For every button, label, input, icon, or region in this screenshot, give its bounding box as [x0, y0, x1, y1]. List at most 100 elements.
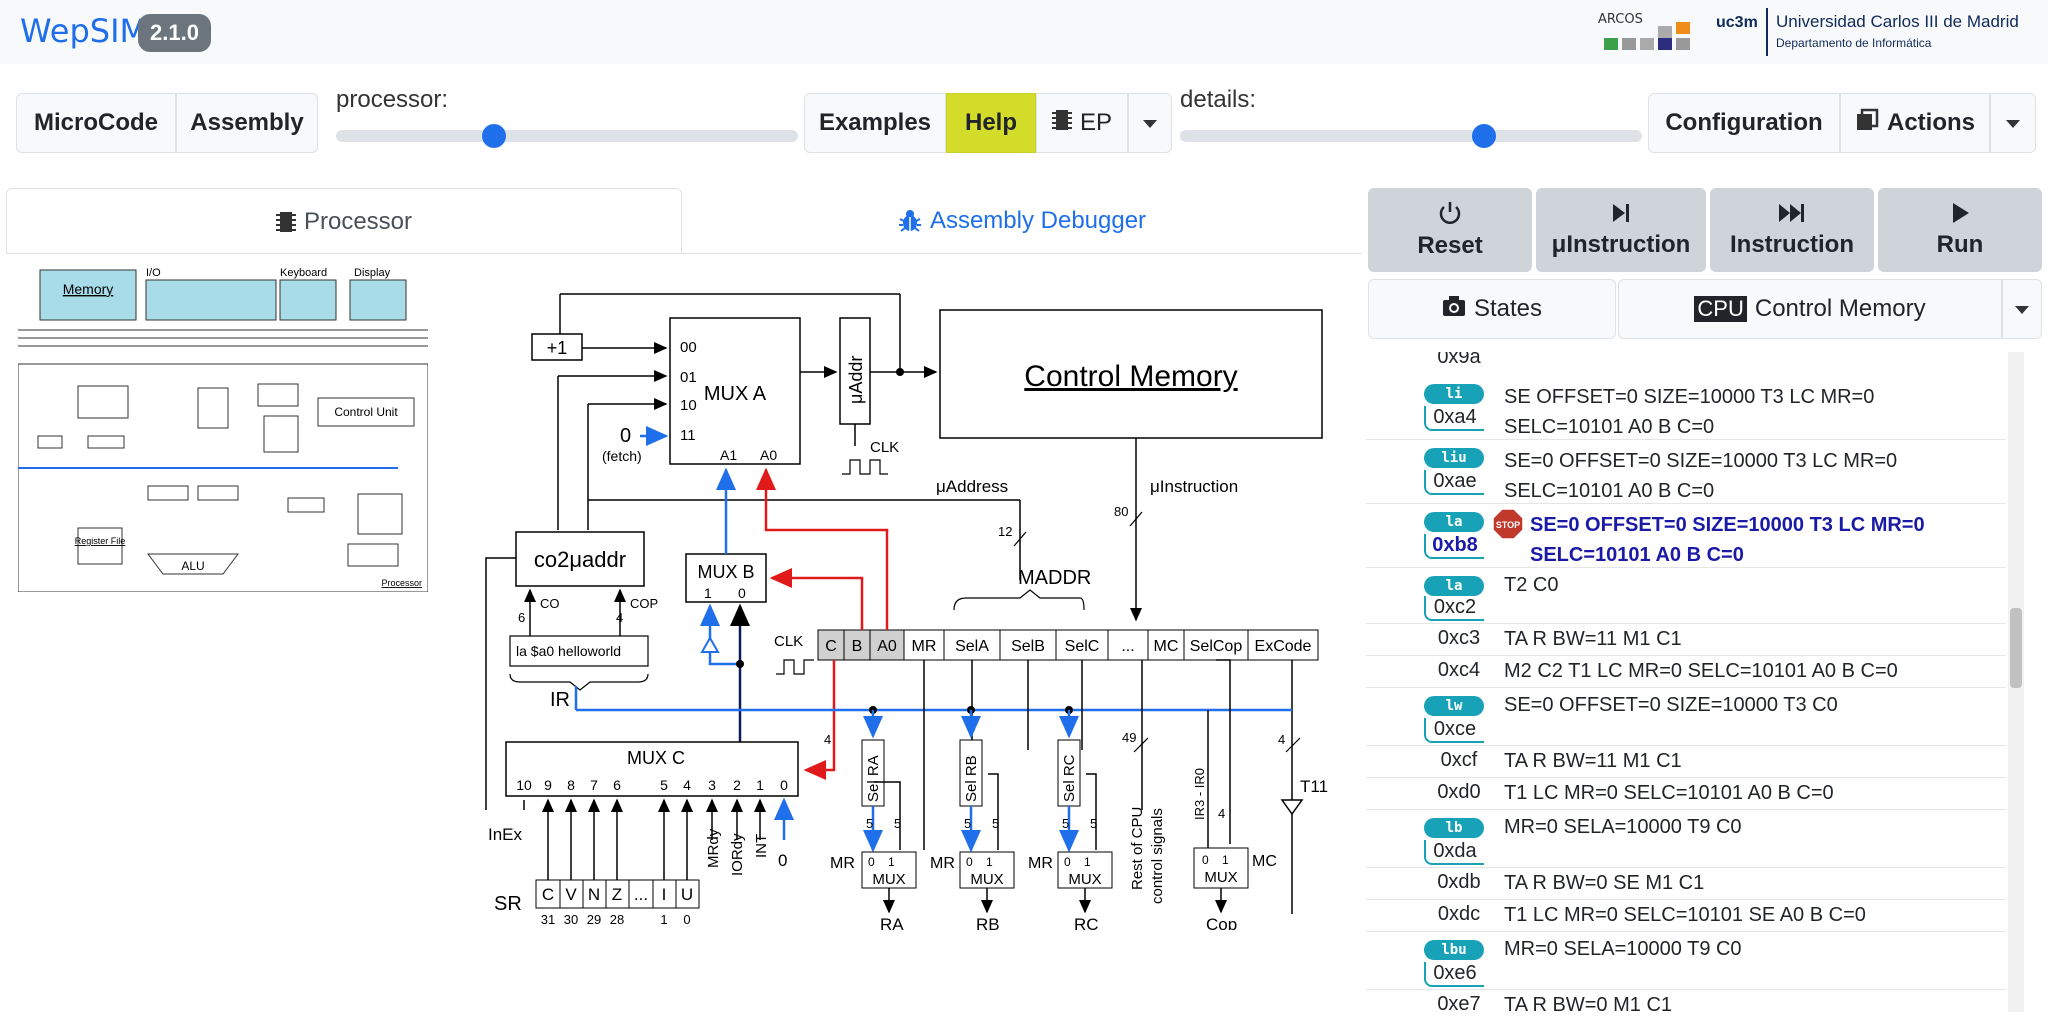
- address: 0xda: [1424, 840, 1484, 865]
- control-signals-label: control signals: [1149, 808, 1166, 904]
- details-slider-label: details:: [1180, 86, 1257, 113]
- label-badge: la: [1424, 576, 1484, 596]
- microcode-text: SE OFFSET=0 SIZE=10000 T3 LC MR=0 SELC=1…: [1504, 386, 1875, 438]
- ep-dropdown-toggle[interactable]: [1128, 93, 1172, 153]
- list-item-active[interactable]: la 0xb8 STOP SE=0 OFFSET=0 SIZE=10000 T3…: [1366, 504, 2006, 568]
- sel-rb-block: Sel RB 0 1 MUX MR RB 5 5: [930, 706, 1015, 930]
- processor-slider-knob[interactable]: [482, 124, 506, 148]
- microcode-text: TA R BW=0 SE M1 C1: [1504, 872, 1705, 894]
- mux-a-sel-a1: A1: [720, 447, 737, 463]
- actions-dropdown-toggle[interactable]: [1990, 93, 2036, 153]
- microcode-text: MR=0 SELA=10000 T9 C0: [1504, 816, 1742, 838]
- mux-c-sel-width: 4: [824, 732, 831, 747]
- assembly-button[interactable]: Assembly: [176, 93, 318, 153]
- mux-c-in-0: 0: [780, 777, 788, 793]
- processor-diagram[interactable]: +1 MUX A 00 01 10 11 A1 A0 0 (fetch) μAd…: [470, 280, 1350, 930]
- mux-rb-label: MUX: [970, 871, 1003, 888]
- list-item[interactable]: 0xcf TA R BW=11 M1 C1: [1366, 746, 2006, 778]
- reset-label: Reset: [1417, 232, 1483, 259]
- svg-text:STOP: STOP: [1496, 520, 1520, 530]
- mux-a-label: MUX A: [704, 383, 767, 405]
- rb-output-label: RB: [976, 915, 1000, 930]
- list-item[interactable]: lb 0xda MR=0 SELA=10000 T9 C0: [1366, 810, 2006, 868]
- microcode-text: SE=0 OFFSET=0 SIZE=10000 T3 C0: [1504, 694, 1838, 716]
- uinstruction-step-button[interactable]: μInstruction: [1536, 188, 1706, 272]
- plus1-label: +1: [547, 338, 568, 358]
- instruction-step-button[interactable]: Instruction: [1710, 188, 1874, 272]
- control-word-fields: C B A0 MR SelA SelB SelC ... MC SelCop E…: [817, 629, 1319, 661]
- sr-bit-z: Z: [612, 885, 622, 904]
- rb-width-5b: 5: [992, 816, 999, 831]
- field-mr: MR: [912, 638, 937, 655]
- list-item[interactable]: 0xdc T1 LC MR=0 SELC=10101 SE A0 B C=0: [1366, 900, 2006, 932]
- microcode-text: SE=0 OFFSET=0 SIZE=10000 T3 LC MR=0 SELC…: [1504, 450, 1898, 502]
- tab-processor-label: Processor: [303, 207, 413, 235]
- examples-button[interactable]: Examples: [804, 93, 946, 153]
- mux-ra-label: MUX: [872, 871, 905, 888]
- control-memory-selector[interactable]: CPU Control Memory: [1618, 279, 2002, 339]
- app-brand[interactable]: WepSIM: [20, 12, 148, 50]
- list-item[interactable]: li 0xa4 SE OFFSET=0 SIZE=10000 T3 LC MR=…: [1366, 376, 2006, 440]
- ep-selector-button[interactable]: EP: [1036, 93, 1128, 153]
- rc-width-5b: 5: [1090, 816, 1097, 831]
- arcos-blocks-icon: [1600, 22, 1696, 54]
- mux-rc-label: MUX: [1068, 871, 1101, 888]
- list-item[interactable]: lw 0xce SE=0 OFFSET=0 SIZE=10000 T3 C0: [1366, 688, 2006, 746]
- sr-num-31: 31: [541, 912, 555, 927]
- microcode-button[interactable]: MicroCode: [16, 93, 176, 153]
- list-item[interactable]: la 0xc2 T2 C0: [1366, 568, 2006, 624]
- mux-rc-mr-label: MR: [1028, 855, 1053, 872]
- stop-breakpoint-icon[interactable]: STOP: [1492, 508, 1524, 540]
- mux-a-sel-a0: A0: [760, 447, 777, 463]
- actions-label: Actions: [1886, 109, 1975, 136]
- details-slider-knob[interactable]: [1472, 124, 1496, 148]
- arcos-logo: ARCOS: [1598, 12, 1643, 27]
- list-item[interactable]: 0xe7 TA R BW=0 M1 C1: [1366, 990, 2006, 1012]
- listing-scrollbar-thumb[interactable]: [2010, 608, 2022, 688]
- microcode-text: TA R BW=11 M1 C1: [1504, 628, 1682, 650]
- details-slider[interactable]: [1180, 130, 1642, 142]
- run-button[interactable]: Run: [1878, 188, 2042, 272]
- list-item[interactable]: 0xd0 T1 LC MR=0 SELC=10101 A0 B C=0: [1366, 778, 2006, 810]
- partial-address: 0x9a: [1437, 352, 1481, 368]
- sr-bit-i: I: [662, 885, 667, 904]
- list-item[interactable]: lbu 0xe6 MR=0 SELA=10000 T9 C0: [1366, 932, 2006, 990]
- field-selc: SelC: [1065, 638, 1100, 655]
- processor-overview-thumbnail[interactable]: Memory I/O Keyboard Display Control Unit…: [18, 268, 428, 592]
- view-dropdown-toggle[interactable]: [2002, 279, 2042, 339]
- label-badge: lbu: [1424, 940, 1484, 960]
- copy-icon: [1855, 108, 1879, 139]
- list-item[interactable]: liu 0xae SE=0 OFFSET=0 SIZE=10000 T3 LC …: [1366, 440, 2006, 504]
- inex-label: InEx: [488, 825, 523, 844]
- states-label: States: [1473, 295, 1543, 322]
- address: 0xdb: [1437, 871, 1481, 893]
- states-button[interactable]: States: [1368, 279, 1616, 339]
- help-button[interactable]: Help: [946, 93, 1036, 153]
- power-icon: [1438, 200, 1462, 232]
- list-item[interactable]: 0xc4 M2 C2 T1 LC MR=0 SELC=10101 A0 B C=…: [1366, 656, 2006, 688]
- overview-io-label: I/O: [146, 268, 161, 279]
- mux-ra-mr-label: MR: [830, 855, 855, 872]
- field-a0: A0: [877, 638, 897, 655]
- tab-assembly-debugger[interactable]: Assembly Debugger: [682, 188, 1362, 254]
- mux-c-in-7: 7: [590, 777, 598, 793]
- overview-keyboard-label: Keyboard: [280, 268, 327, 279]
- mux-ra-inputs: 0 1: [868, 855, 895, 869]
- control-memory-listing[interactable]: 0x9a li 0xa4 SE OFFSET=0 SIZE=10000 T3 L…: [1366, 352, 2026, 1012]
- field-c: C: [825, 638, 837, 655]
- actions-button[interactable]: Actions: [1840, 93, 1990, 153]
- uaddr-label: μAddr: [846, 356, 866, 404]
- mux-c-in-2: 2: [733, 777, 741, 793]
- t11-label: T11: [1300, 777, 1328, 796]
- configuration-button[interactable]: Configuration: [1648, 93, 1840, 153]
- address: 0xae: [1424, 470, 1484, 495]
- list-item[interactable]: 0xc3 TA R BW=11 M1 C1: [1366, 624, 2006, 656]
- mux-c-in-1: 1: [756, 777, 764, 793]
- processor-slider[interactable]: [336, 130, 798, 142]
- co-label: CO: [540, 596, 560, 611]
- uc3m-logo: uc3m: [1716, 14, 1758, 31]
- list-item[interactable]: 0xdb TA R BW=0 SE M1 C1: [1366, 868, 2006, 900]
- tab-processor[interactable]: Processor: [6, 188, 682, 254]
- reset-button[interactable]: Reset: [1368, 188, 1532, 272]
- maddr-label: MADDR: [1018, 567, 1091, 589]
